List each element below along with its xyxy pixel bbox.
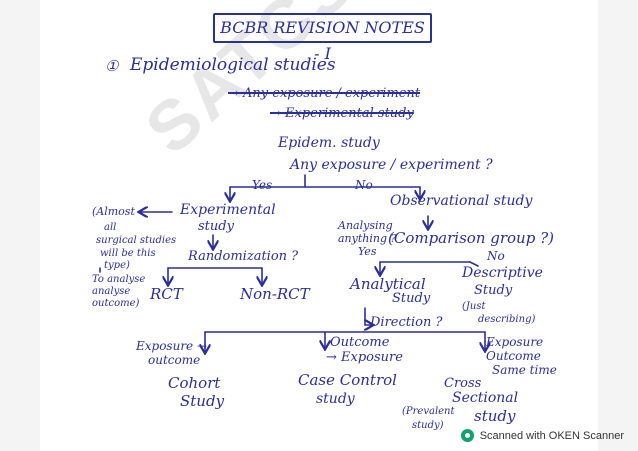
scanner-logo-icon	[460, 429, 474, 442]
no-label: No	[355, 178, 373, 192]
analysing-yes: Yes	[358, 245, 377, 258]
scanner-badge: Scanned with OKEN Scanner	[460, 429, 624, 442]
case-control-study-label: study	[316, 391, 355, 407]
yes-label: Yes	[252, 178, 273, 192]
analytical-study-label: Study	[392, 291, 431, 306]
note-line-5: type)	[104, 260, 130, 271]
note2-line-1: To analyse	[92, 274, 146, 285]
analysing-line-1: Analysing	[338, 219, 393, 232]
note2-line-3: outcome)	[92, 298, 140, 309]
note-line-1: (Almost	[92, 205, 135, 218]
descriptive-note-1: (Just	[462, 301, 486, 312]
analytical-label: Analytical	[350, 275, 426, 293]
cohort-study-label: Study	[180, 392, 225, 410]
outcome-line-1: Outcome	[330, 335, 390, 350]
scanner-badge-text: Scanned with OKEN Scanner	[479, 429, 624, 442]
same-time-line-3: Same time	[492, 363, 557, 377]
cohort-label: Cohort	[168, 374, 221, 392]
randomization-question: Randomization ?	[188, 249, 299, 264]
heading-text: Epidemiological studies	[130, 55, 336, 75]
same-time-line-2: Outcome	[486, 349, 541, 363]
descriptive-label: Descriptive	[462, 265, 543, 281]
struck-line-2: → Experimental study	[270, 106, 414, 121]
outcome-line-2: → Exposure	[326, 350, 403, 365]
descriptive-note-2: describing)	[478, 314, 536, 325]
experimental-label: Experimental	[180, 202, 276, 218]
arrow-to-direction	[365, 307, 372, 325]
note2-line-2: analyse	[92, 286, 131, 297]
analysing-line-2: anything ?	[338, 232, 397, 245]
struck-line-1: → Any exposure / experiment	[228, 86, 421, 101]
epidem-study-label: Epidem. study	[278, 135, 380, 151]
note-line-2: all	[104, 222, 117, 233]
non-rct-label: Non-RCT	[240, 285, 310, 303]
cross-sectional-line-1: Cross	[444, 376, 482, 391]
comparison-no: No	[487, 249, 505, 263]
note-line-3: surgical studies	[96, 235, 177, 246]
direction-question: Direction ?	[370, 315, 443, 330]
cross-sectional-line-3: study	[474, 407, 516, 425]
notebook-page	[40, 0, 598, 451]
heading-number: ①	[105, 57, 119, 75]
experimental-study-label: study	[198, 219, 234, 234]
prevalent-line-2: study)	[412, 420, 444, 431]
exposure-outcome-line-1: Exposure →	[136, 339, 208, 353]
same-time-line-1: Exposure	[486, 335, 544, 349]
rct-label: RCT	[150, 285, 183, 303]
exposure-question: Any exposure / experiment ?	[290, 157, 493, 173]
comparison-question: (Comparison group ?)	[388, 229, 554, 247]
page-title: BCBR REVISION NOTES - I	[213, 13, 432, 63]
exposure-outcome-line-2: outcome	[148, 353, 201, 367]
case-control-label: Case Control	[298, 371, 397, 389]
note-line-4: will be this	[100, 248, 156, 259]
arrow-to-descriptive	[469, 261, 479, 267]
prevalent-line-1: (Prevalent	[402, 406, 455, 417]
cross-sectional-line-2: Sectional	[452, 390, 519, 406]
descriptive-study-label: Study	[474, 283, 513, 298]
